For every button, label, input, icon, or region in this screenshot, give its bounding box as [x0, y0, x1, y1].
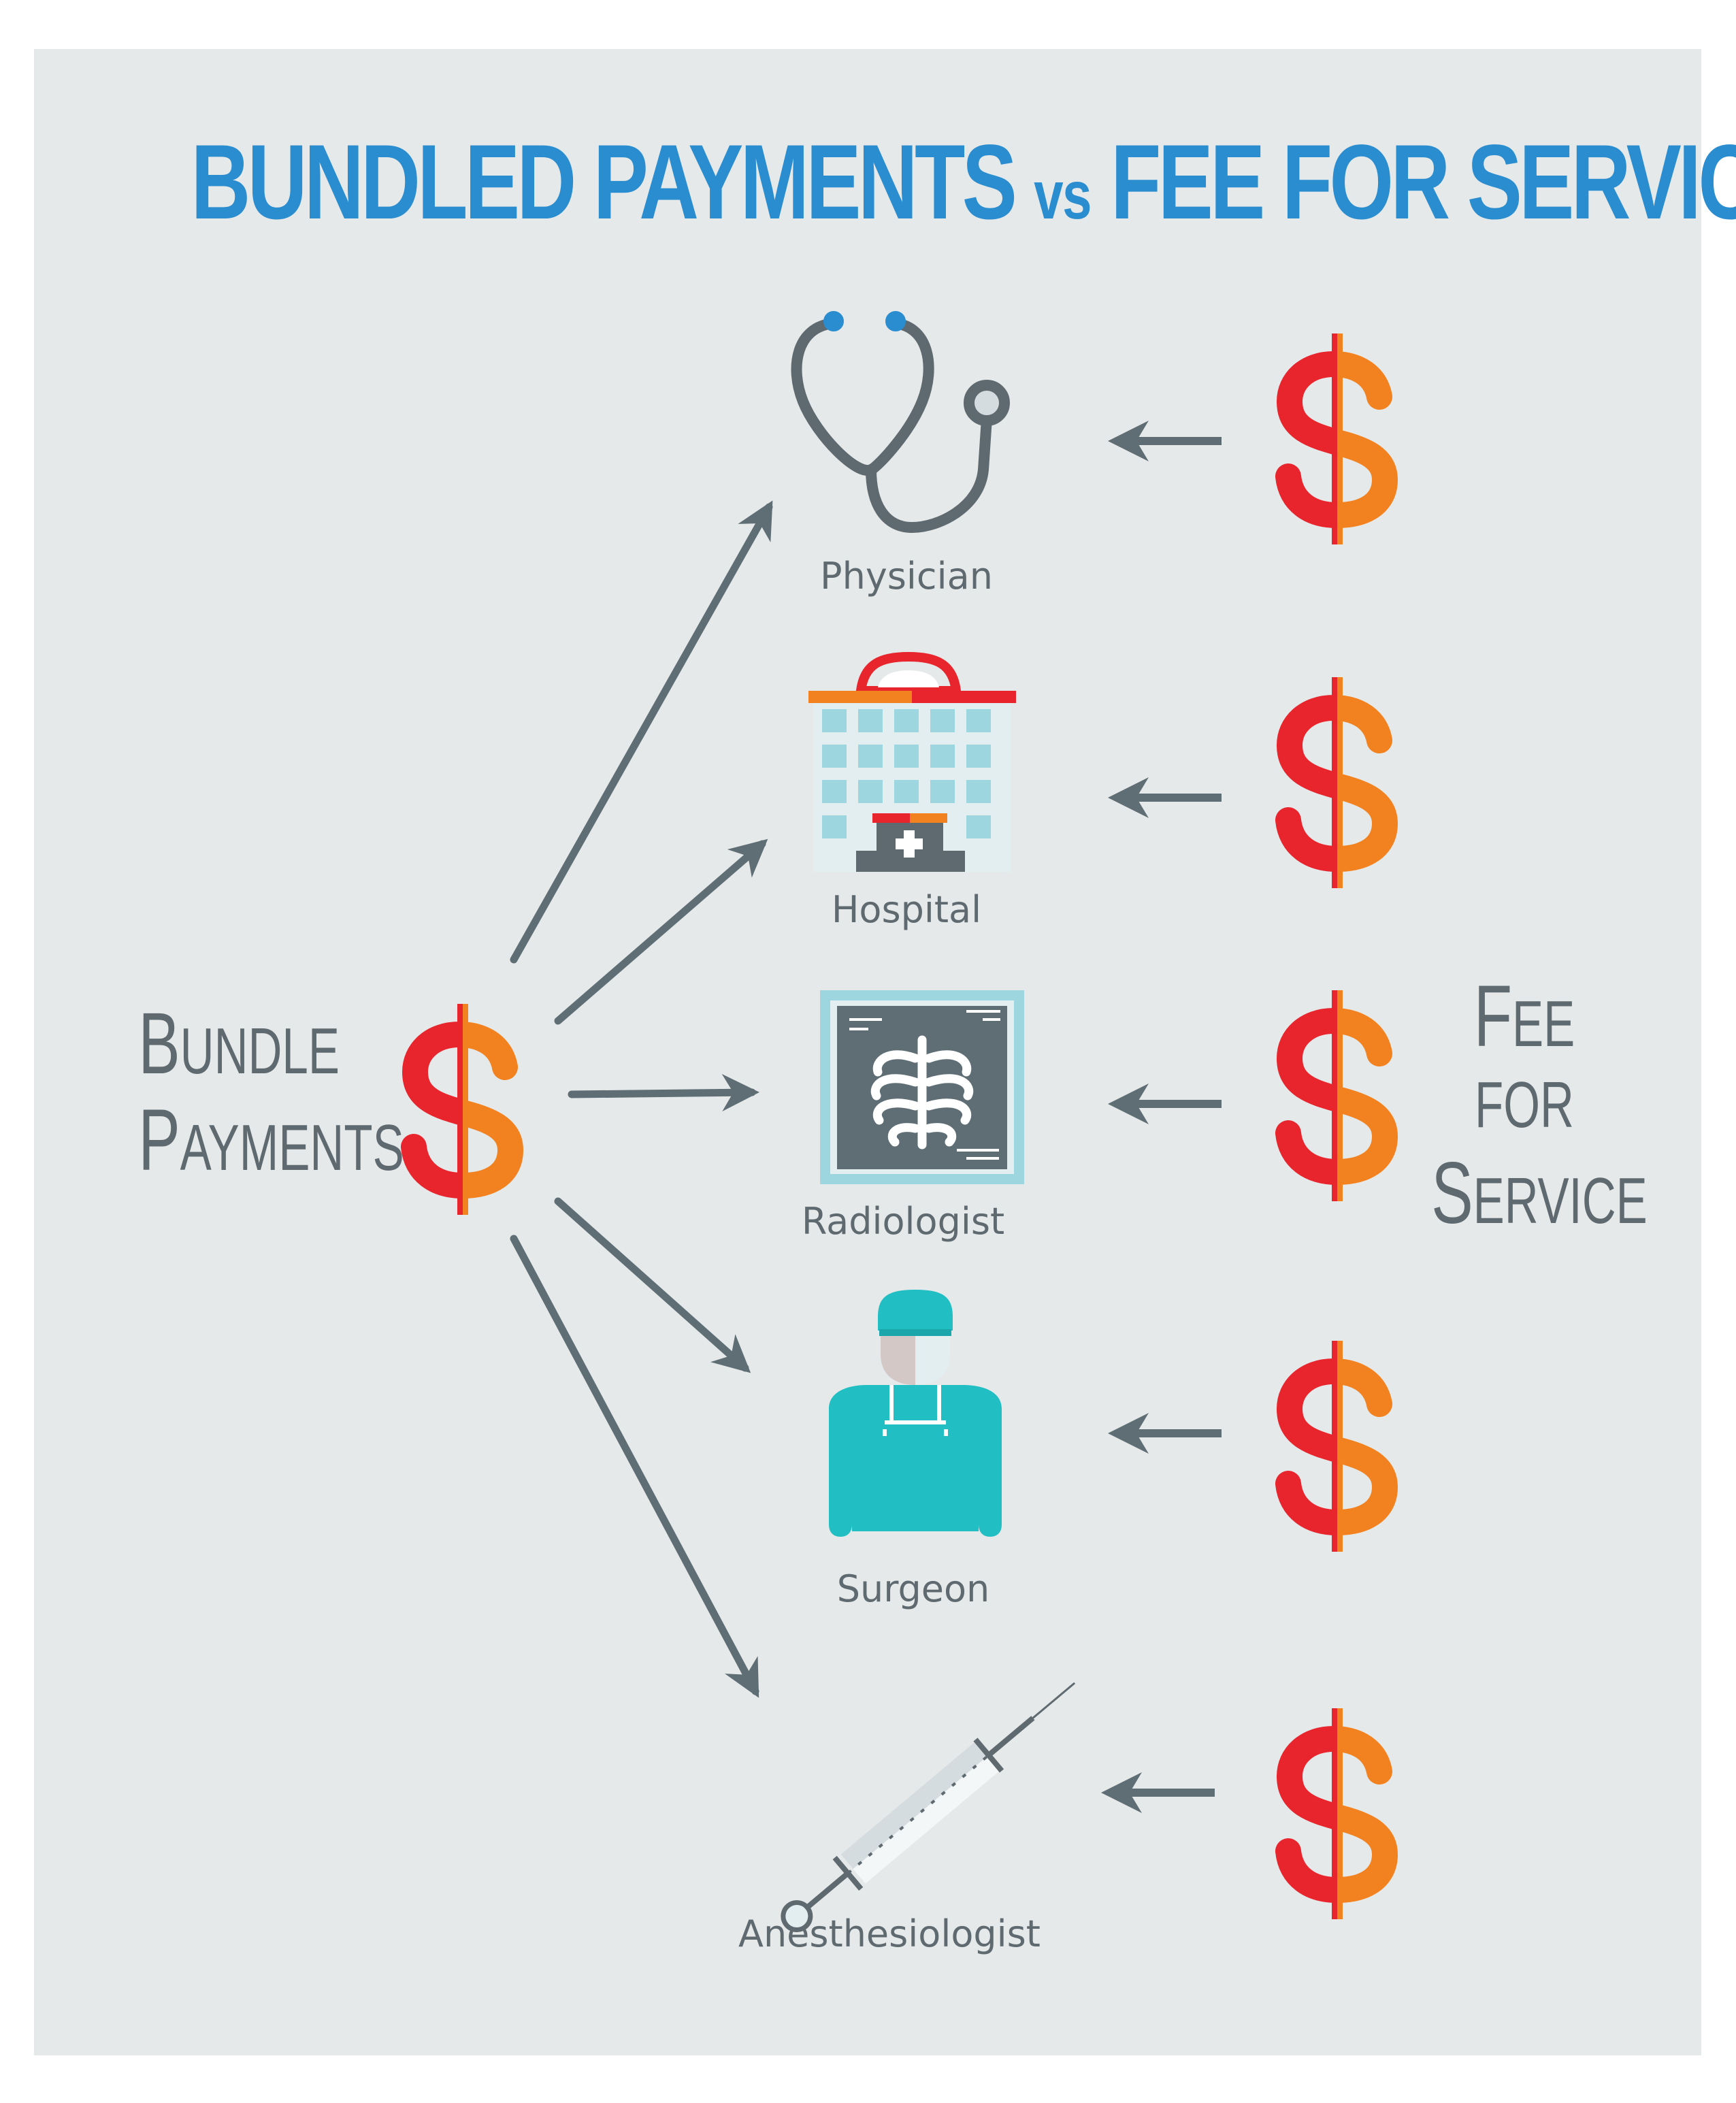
hospital-icon: [808, 651, 1016, 872]
physician-label: Physician: [820, 555, 993, 598]
bundle-payments-label: BUNDLE PAYMENTS: [138, 995, 404, 1189]
hospital-label: Hospital: [831, 888, 982, 931]
radiologist-label: Radiologist: [801, 1200, 1005, 1243]
fee-dollar-icon: [1288, 677, 1385, 888]
fee-for-service-label: FEE FOR SERVICE: [1431, 968, 1648, 1242]
fee-dollar-icon: [1288, 990, 1385, 1201]
title-vs: vs: [1034, 157, 1092, 233]
surgeon-label: Surgeon: [836, 1567, 990, 1610]
syringe-icon: [781, 1682, 1076, 1932]
surgeon-icon: [829, 1290, 1002, 1537]
title-part-bundled: BUNDLED PAYMENTS: [191, 123, 1017, 242]
xray-icon: [820, 990, 1024, 1184]
fee-dollar-icon: [1288, 1708, 1385, 1919]
bundle-dollar-icon: [414, 1004, 510, 1215]
fee-dollar-icon: [1288, 333, 1385, 544]
fee-arrows: [1101, 421, 1222, 1813]
fee-dollar-icon: [1288, 1341, 1385, 1552]
title-part-fee: FEE FOR SERVICE: [1111, 123, 1736, 242]
bundle-arrows: [510, 500, 773, 1698]
page-title: BUNDLED PAYMENTS vs FEE FOR SERVICE: [191, 114, 1736, 250]
stethoscope-icon: [791, 311, 1010, 534]
